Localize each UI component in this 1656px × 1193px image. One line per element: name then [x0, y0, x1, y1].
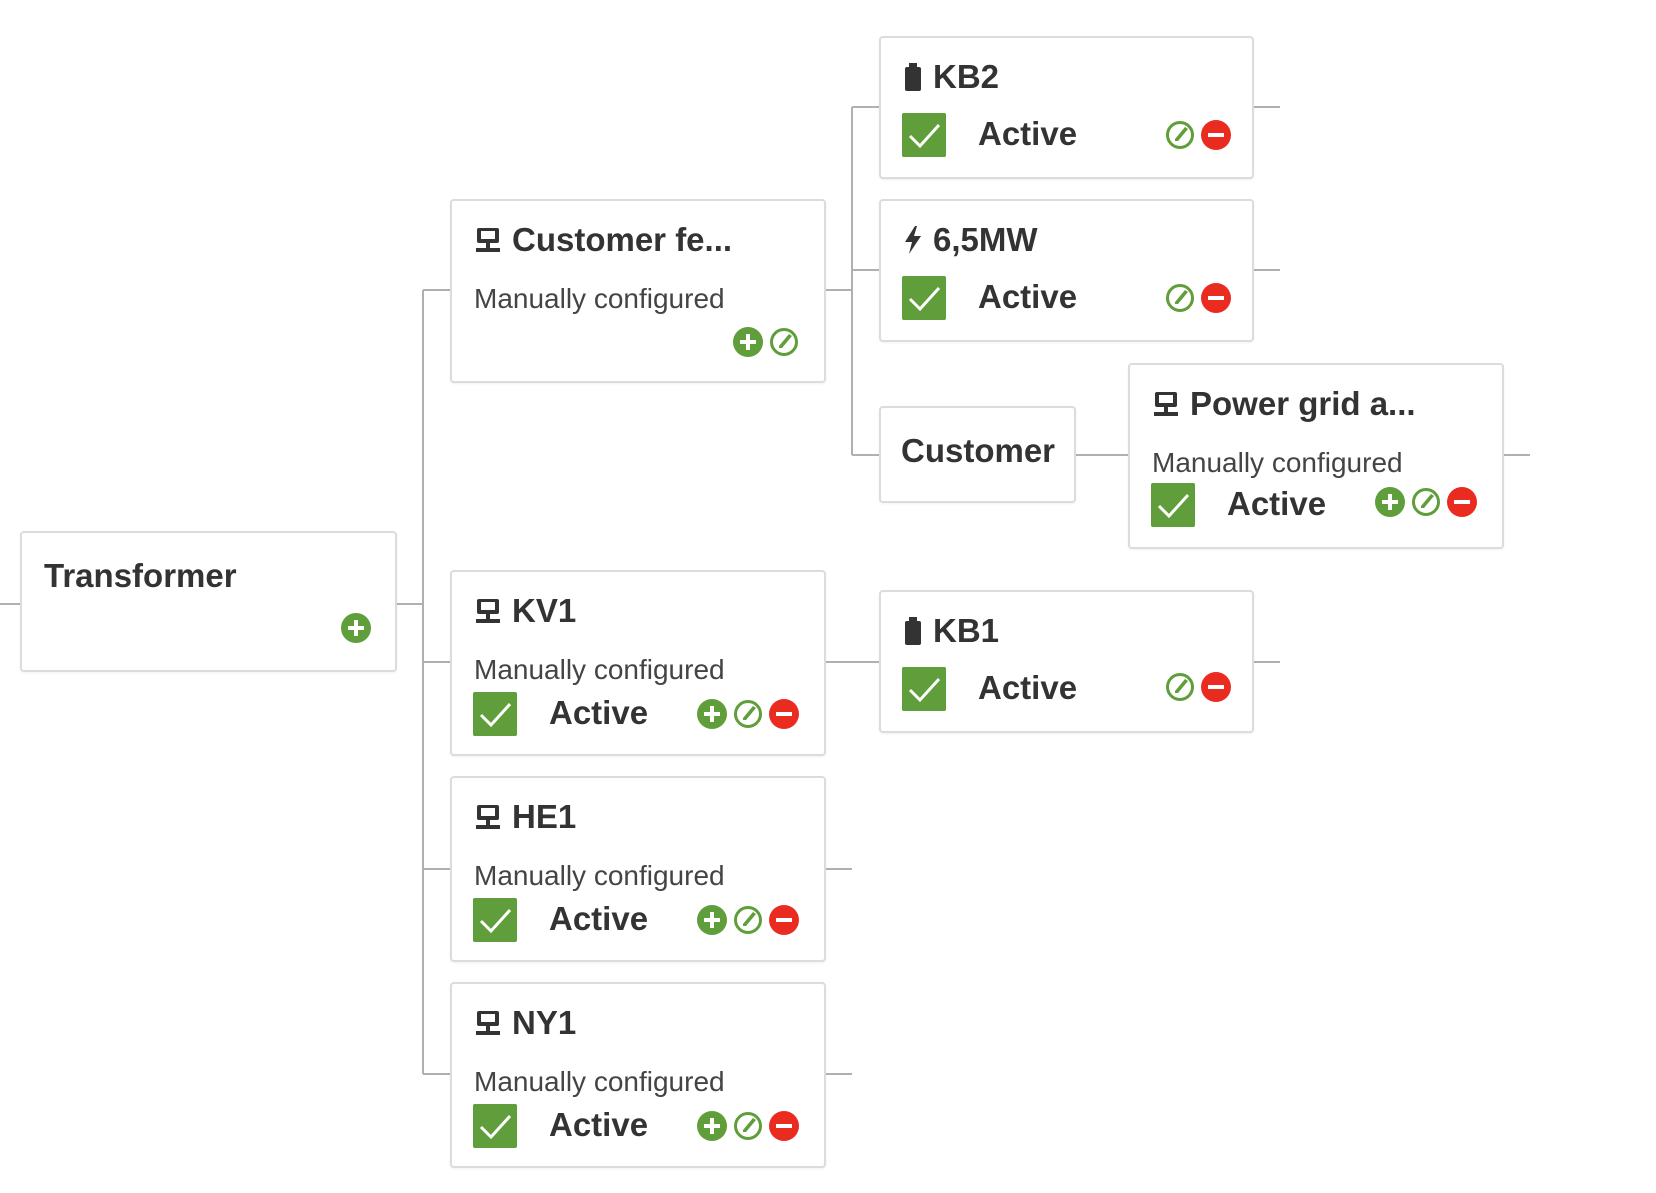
node-customer-feed[interactable]: Customer fe... Manually configured — [450, 199, 826, 383]
node-subtitle: Manually configured — [474, 860, 725, 891]
network-device-icon — [476, 1011, 500, 1035]
node-kb2[interactable]: KB2 Active — [879, 36, 1254, 179]
active-checkbox[interactable] — [473, 1104, 517, 1148]
status-label: Active — [549, 1106, 649, 1143]
node-title: KB1 — [933, 612, 1000, 649]
node-customer[interactable]: Customer — [879, 406, 1076, 503]
status-label: Active — [549, 694, 649, 731]
add-icon[interactable] — [1375, 487, 1405, 517]
active-checkbox[interactable] — [1151, 483, 1195, 527]
edit-icon[interactable] — [733, 1111, 763, 1141]
node-title: Transformer — [44, 557, 237, 594]
node-title: KV1 — [512, 592, 577, 629]
node-ny1[interactable]: NY1 Manually configured Active — [450, 982, 826, 1168]
network-device-icon — [476, 228, 500, 252]
node-subtitle: Manually configured — [474, 283, 725, 314]
active-checkbox[interactable] — [902, 667, 946, 711]
battery-icon — [905, 617, 921, 645]
add-icon[interactable] — [341, 613, 371, 643]
edit-icon[interactable] — [1165, 120, 1195, 150]
edit-icon[interactable] — [733, 699, 763, 729]
node-title-row: KV1 — [474, 592, 576, 630]
remove-icon[interactable] — [1447, 487, 1477, 517]
node-transformer[interactable]: Transformer — [20, 531, 397, 672]
edit-icon[interactable] — [769, 327, 799, 357]
remove-icon[interactable] — [769, 699, 799, 729]
remove-icon[interactable] — [1201, 283, 1231, 313]
node-kb1[interactable]: KB1 Active — [879, 590, 1254, 733]
edit-icon[interactable] — [1165, 283, 1195, 313]
node-he1[interactable]: HE1 Manually configured Active — [450, 776, 826, 962]
add-icon[interactable] — [733, 327, 763, 357]
add-icon[interactable] — [697, 699, 727, 729]
node-title: NY1 — [512, 1004, 577, 1041]
active-checkbox[interactable] — [902, 276, 946, 320]
node-title: HE1 — [512, 798, 577, 835]
node-title: 6,5MW — [933, 221, 1038, 258]
battery-icon — [905, 63, 921, 91]
remove-icon[interactable] — [1201, 120, 1231, 150]
node-title-row: HE1 — [474, 798, 576, 836]
node-title-row: NY1 — [474, 1004, 576, 1042]
edit-icon[interactable] — [733, 905, 763, 935]
node-title-row: 6,5MW — [903, 221, 1038, 259]
node-title: Power grid a... — [1190, 385, 1416, 422]
node-subtitle: Manually configured — [1152, 447, 1403, 478]
lightning-icon — [905, 226, 921, 254]
status-label: Active — [978, 278, 1078, 315]
status-label: Active — [549, 900, 649, 937]
node-6-5mw[interactable]: 6,5MW Active — [879, 199, 1254, 342]
edit-icon[interactable] — [1411, 487, 1441, 517]
node-title: Customer — [901, 432, 1056, 469]
remove-icon[interactable] — [1201, 672, 1231, 702]
network-device-icon — [1154, 392, 1178, 416]
node-power-grid[interactable]: Power grid a... Manually configured Acti… — [1128, 363, 1504, 549]
node-title-row: Customer fe... — [474, 221, 732, 259]
add-icon[interactable] — [697, 1111, 727, 1141]
active-checkbox[interactable] — [473, 692, 517, 736]
status-label: Active — [1227, 485, 1327, 522]
edit-icon[interactable] — [1165, 672, 1195, 702]
active-checkbox[interactable] — [902, 113, 946, 157]
node-kv1[interactable]: KV1 Manually configured Active — [450, 570, 826, 756]
network-device-icon — [476, 805, 500, 829]
node-title-row: Power grid a... — [1152, 385, 1416, 423]
node-subtitle: Manually configured — [474, 1066, 725, 1097]
node-subtitle: Manually configured — [474, 654, 725, 685]
remove-icon[interactable] — [769, 1111, 799, 1141]
node-title-row: KB1 — [903, 612, 999, 650]
node-title-row: KB2 — [903, 58, 999, 96]
node-title: KB2 — [933, 58, 1000, 95]
remove-icon[interactable] — [769, 905, 799, 935]
node-title: Customer fe... — [512, 221, 733, 258]
network-device-icon — [476, 599, 500, 623]
add-icon[interactable] — [697, 905, 727, 935]
status-label: Active — [978, 669, 1078, 706]
status-label: Active — [978, 115, 1078, 152]
active-checkbox[interactable] — [473, 898, 517, 942]
